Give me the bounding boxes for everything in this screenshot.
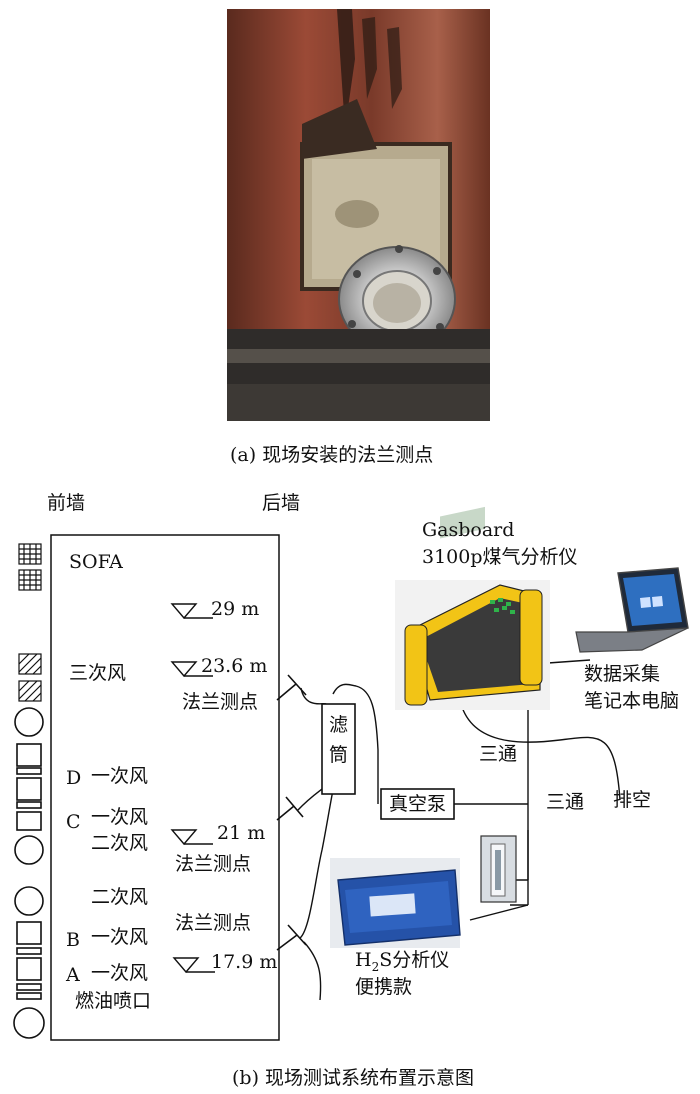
filter-label-bottom: 筒 bbox=[329, 744, 349, 766]
level-b-label: B bbox=[66, 929, 80, 951]
sofa-nozzles bbox=[18, 543, 42, 591]
laptop-label-1: 数据采集 bbox=[584, 663, 661, 685]
gasboard-label-2: 3100p煤气分析仪 bbox=[422, 546, 578, 568]
elevation-23-6m: 23.6 m bbox=[201, 655, 268, 677]
tertiary-nozzles bbox=[18, 653, 42, 702]
level-a-primary: 一次风 bbox=[91, 962, 149, 984]
elevation-21m: 21 m bbox=[217, 822, 266, 844]
laptop-label-2: 笔记本电脑 bbox=[584, 690, 680, 712]
burner-nozzles bbox=[13, 707, 45, 1039]
measure-point-lower: 法兰测点 bbox=[175, 912, 252, 934]
laptop bbox=[575, 567, 689, 653]
h2s-label-1: H2S分析仪 bbox=[355, 951, 449, 973]
vacuum-pump-label: 真空泵 bbox=[389, 793, 447, 815]
tee-label-lower: 三通 bbox=[546, 791, 585, 813]
vacuum-pump bbox=[380, 788, 455, 820]
furnace-outline bbox=[50, 534, 280, 1041]
caption-b: (b) 现场测试系统布置示意图 bbox=[232, 1067, 475, 1089]
oil-nozzle-label: 燃油喷口 bbox=[75, 990, 152, 1012]
filter-canister bbox=[321, 703, 356, 795]
level-d-label: D bbox=[66, 767, 82, 789]
h2s-rest: S分析仪 bbox=[379, 949, 450, 971]
flowmeter bbox=[480, 835, 517, 903]
h2s-label-2: 便携款 bbox=[355, 976, 413, 998]
filter-label-top: 滤 bbox=[329, 714, 349, 736]
gasboard-label-1: Gasboard bbox=[422, 519, 515, 541]
tee-label-upper: 三通 bbox=[479, 743, 518, 765]
front-wall-label: 前墙 bbox=[47, 492, 86, 514]
level-b-primary: 一次风 bbox=[91, 926, 149, 948]
level-b-secondary: 二次风 bbox=[91, 886, 149, 908]
elevation-29m: 29 m bbox=[211, 598, 260, 620]
flange-probes bbox=[276, 674, 307, 951]
level-c-primary: 一次风 bbox=[91, 806, 149, 828]
level-c-secondary: 二次风 bbox=[91, 832, 149, 854]
level-c-label: C bbox=[66, 811, 81, 833]
exhaust-label: 排空 bbox=[613, 789, 652, 811]
tertiary-air-label: 三次风 bbox=[69, 662, 127, 684]
elevation-markers bbox=[170, 603, 215, 974]
h2s-h: H bbox=[355, 949, 372, 971]
h2s-subscript: 2 bbox=[371, 959, 380, 974]
flange-photo-drawing bbox=[227, 9, 490, 421]
elevation-17-9m: 17.9 m bbox=[211, 951, 278, 973]
level-a-label: A bbox=[66, 964, 80, 986]
back-wall-label: 后墙 bbox=[262, 492, 301, 514]
measure-point-upper: 法兰测点 bbox=[182, 691, 259, 713]
measure-point-middle: 法兰测点 bbox=[175, 853, 252, 875]
gasboard-analyzer bbox=[395, 506, 550, 710]
sofa-label: SOFA bbox=[69, 551, 123, 573]
level-d-primary: 一次风 bbox=[91, 765, 149, 787]
h2s-analyzer-case bbox=[330, 858, 461, 948]
caption-a: (a) 现场安装的法兰测点 bbox=[230, 444, 434, 466]
flange-photo bbox=[227, 9, 490, 421]
